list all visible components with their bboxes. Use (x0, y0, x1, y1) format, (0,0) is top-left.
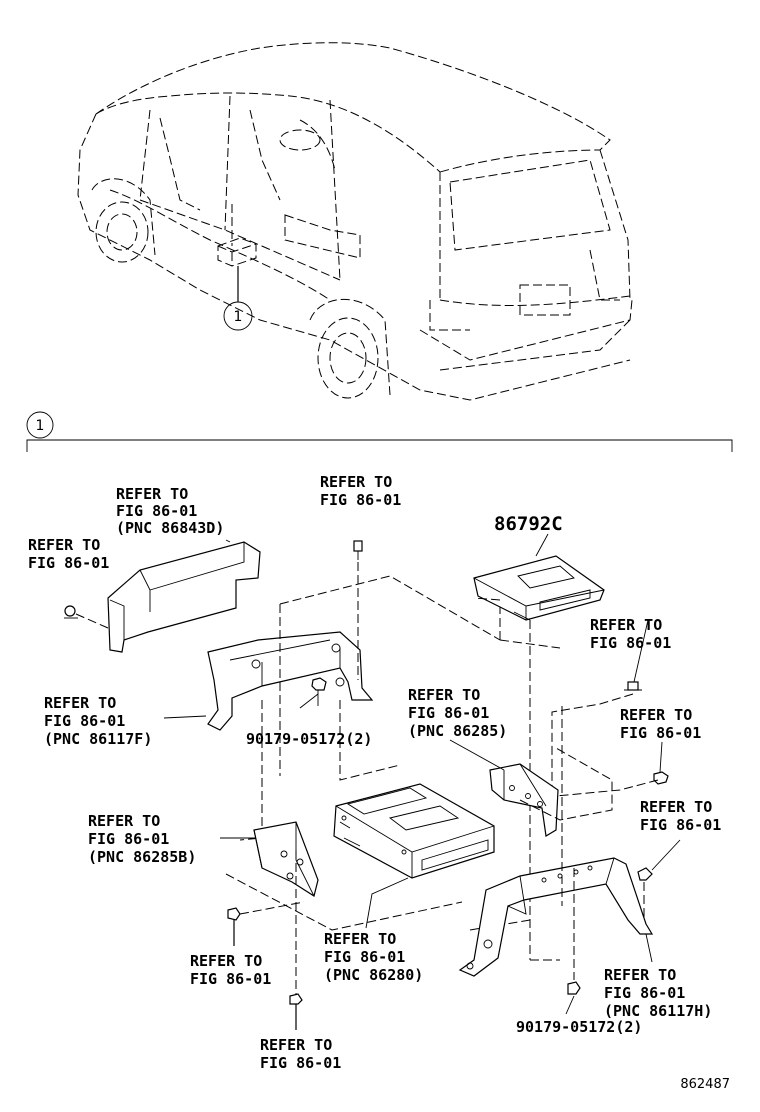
label-right-bolt-ref-1: REFER TO FIG 86-01 (590, 616, 671, 652)
left-screw (64, 605, 78, 619)
label-line: REFER TO (44, 694, 116, 712)
label-bracket-86285b-ref: REFER TO FIG 86-01 (PNC 86285B) (88, 812, 196, 866)
label-bracket-86285-ref: REFER TO FIG 86-01 (PNC 86285) (408, 686, 507, 740)
label-top-center-ref: REFER TO FIG 86-01 (320, 473, 401, 509)
right-nut (653, 771, 669, 785)
label-line: REFER TO (640, 798, 712, 816)
label-line: (PNC 86280) (324, 966, 423, 984)
label-line: (PNC 86117H) (604, 1002, 712, 1020)
bracket-86117f (207, 631, 374, 731)
label-line: REFER TO (260, 1036, 332, 1054)
right-bolt-2 (637, 867, 653, 881)
label-bracket-86117h-ref: REFER TO FIG 86-01 (PNC 86117H) (604, 966, 712, 1020)
bottom-bolt (289, 993, 303, 1005)
vehicle-illustration: 1 (77, 42, 633, 401)
module-86792c (473, 555, 605, 621)
cover-86843d (107, 541, 261, 653)
label-line: REFER TO (604, 966, 676, 984)
bracket-86285 (489, 763, 559, 837)
label-cover-ref: REFER TO FIG 86-01 (PNC 86843D) (116, 485, 224, 537)
label-part-86792c: 86792C (494, 513, 563, 535)
label-unit-86280-ref: REFER TO FIG 86-01 (PNC 86280) (324, 930, 423, 984)
label-line: FIG 86-01 (44, 712, 125, 730)
label-line: REFER TO (116, 485, 188, 503)
label-line: FIG 86-01 (324, 948, 405, 966)
label-bracket-86117f-ref: REFER TO FIG 86-01 (PNC 86117F) (44, 694, 152, 748)
part-number: 90179-05172(2) (246, 730, 372, 748)
top-center-bolt (353, 540, 363, 560)
label-line: FIG 86-01 (640, 816, 721, 834)
right-bolt-1 (624, 681, 642, 691)
label-line: FIG 86-01 (590, 634, 671, 652)
label-bottom-nut-ref: REFER TO FIG 86-01 (260, 1036, 341, 1072)
label-line: REFER TO (620, 706, 692, 724)
nut-90179-right (567, 981, 581, 995)
callout-marker-1: 1 (234, 309, 243, 325)
section-header: 1 (26, 411, 733, 452)
lower-left-bolt (227, 907, 241, 921)
label-line: FIG 86-01 (620, 724, 701, 742)
label-line: REFER TO (324, 930, 396, 948)
bracket-86117h (458, 857, 654, 977)
bracket-86285b (253, 821, 319, 897)
exploded-view (64, 533, 681, 1030)
audio-unit-86280 (333, 783, 495, 879)
label-line: REFER TO (320, 473, 392, 491)
label-line: (PNC 86117F) (44, 730, 152, 748)
label-line: FIG 86-01 (604, 984, 685, 1002)
part-number: 86792C (494, 513, 563, 535)
label-line: REFER TO (190, 952, 262, 970)
label-line: REFER TO (88, 812, 160, 830)
nut-90179-left (311, 677, 327, 691)
part-number: 90179-05172(2) (516, 1018, 642, 1036)
label-nut-left: 90179-05172(2) (246, 730, 372, 748)
label-line: FIG 86-01 (116, 502, 197, 520)
label-line: FIG 86-01 (88, 830, 169, 848)
label-line: REFER TO (590, 616, 662, 634)
label-line: FIG 86-01 (190, 970, 271, 988)
label-line: REFER TO (408, 686, 480, 704)
label-left-screw-ref: REFER TO FIG 86-01 (28, 536, 109, 572)
label-line: FIG 86-01 (408, 704, 489, 722)
label-line: FIG 86-01 (28, 554, 109, 572)
label-line: FIG 86-01 (320, 491, 401, 509)
drawing-number: 862487 (680, 1077, 730, 1092)
label-line: (PNC 86843D) (116, 519, 224, 537)
label-line: (PNC 86285) (408, 722, 507, 740)
section-marker-1: 1 (36, 418, 45, 434)
label-line: FIG 86-01 (260, 1054, 341, 1072)
label-line: (PNC 86285B) (88, 848, 196, 866)
label-line: REFER TO (28, 536, 100, 554)
label-right-bolt-ref-2: REFER TO FIG 86-01 (640, 798, 721, 834)
label-right-nut-ref: REFER TO FIG 86-01 (620, 706, 701, 742)
label-lower-left-bolt-ref: REFER TO FIG 86-01 (190, 952, 271, 988)
label-nut-right: 90179-05172(2) (516, 1018, 642, 1036)
